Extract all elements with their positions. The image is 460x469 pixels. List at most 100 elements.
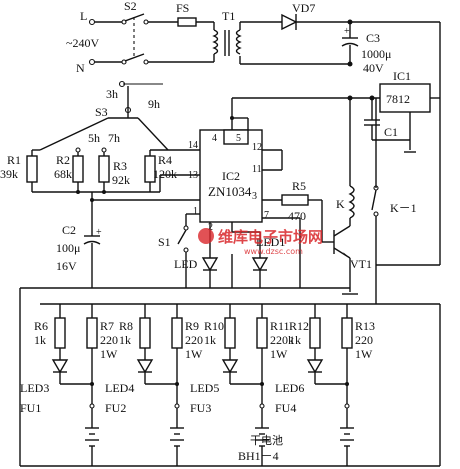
pin-12: 12 — [252, 142, 262, 153]
label-fu3: FU3 — [190, 401, 211, 415]
label-ic1: IC1 — [393, 69, 411, 83]
label-s3: S3 — [95, 105, 108, 119]
watermark: 维库电子市场网 www.dzsc.com — [198, 228, 323, 256]
regulator-ic1 — [379, 83, 431, 113]
label-r1-value: 39k — [0, 167, 18, 181]
label-r12-val: 1k — [289, 333, 301, 347]
fuse-fs — [177, 17, 197, 27]
resistor-r11 — [256, 317, 268, 349]
resistor-r4 — [144, 150, 156, 192]
label-c1: C1 — [384, 125, 398, 139]
led-led5 — [221, 359, 239, 374]
label-r3: R3 — [113, 159, 127, 173]
label-c3-voltage: 40V — [363, 61, 384, 75]
label-r11-w: 1W — [270, 347, 288, 361]
label-c2-voltage: 16V — [56, 259, 77, 273]
label-s2: S2 — [124, 0, 137, 13]
label-fu2: FU2 — [105, 401, 126, 415]
label-battery: 干电池 — [250, 434, 283, 447]
label-r12: R12 — [289, 319, 309, 333]
fuse-fu1 — [89, 403, 95, 409]
label-bh: BH1－4 — [238, 449, 279, 463]
label-r6-val: 1k — [34, 333, 46, 347]
watermark-brand: 维库电子市场网 — [218, 228, 323, 246]
resistor-r7 — [86, 317, 98, 349]
led-indicator — [201, 257, 219, 272]
pin-13: 13 — [188, 170, 198, 181]
label-r13-w: 1W — [355, 347, 373, 361]
label-r11: R11 — [270, 319, 290, 333]
label-r4-value: 120k — [153, 167, 177, 181]
transformer-t1 — [212, 29, 242, 56]
watermark-url: www.dzsc.com — [244, 247, 303, 256]
label-ic2: IC2 — [222, 169, 240, 183]
svg-text:+: + — [344, 26, 350, 37]
label-k1: K－1 — [390, 201, 417, 215]
label-r7-val: 220 — [100, 333, 118, 347]
led-led4 — [136, 359, 154, 374]
label-c3: C3 — [366, 31, 380, 45]
label-ic1-part: 7812 — [386, 92, 410, 106]
resistor-r8 — [139, 317, 151, 349]
led-led3 — [51, 359, 69, 374]
label-r7-w: 1W — [100, 347, 118, 361]
pin-5: 5 — [236, 133, 241, 144]
resistor-r5 — [281, 194, 309, 206]
resistor-r2 — [72, 152, 84, 192]
fuse-fu4 — [344, 403, 350, 409]
pin-7: 7 — [264, 210, 269, 221]
label-led5: LED5 — [190, 381, 219, 395]
label-ic2-part: ZN1034 — [208, 184, 252, 199]
label-r3-value: 92k — [112, 173, 130, 187]
fuse-fu2 — [174, 403, 180, 409]
label-r8-val: 1k — [119, 333, 131, 347]
switch-s2-pole2 — [124, 53, 145, 62]
label-n: N — [76, 61, 85, 75]
label-r4: R4 — [158, 153, 172, 167]
pin-1: 1 — [193, 206, 198, 217]
label-r2: R2 — [56, 153, 70, 167]
label-r9-w: 1W — [185, 347, 203, 361]
fuse-fu3 — [259, 403, 265, 409]
pin-3: 3 — [252, 191, 257, 202]
label-l: L — [80, 9, 87, 23]
pin-11: 11 — [252, 164, 262, 175]
label-5h: 5h — [88, 131, 100, 145]
label-c2: C2 — [62, 223, 76, 237]
label-fu4: FU4 — [275, 401, 296, 415]
label-led6: LED6 — [275, 381, 304, 395]
label-c3-value: 1000μ — [361, 47, 391, 61]
label-mains: ~240V — [66, 36, 99, 50]
resistor-r9 — [171, 317, 183, 349]
resistor-r3 — [98, 152, 110, 192]
label-led3: LED3 — [20, 381, 49, 395]
label-r7: R7 — [100, 319, 114, 333]
led1-indicator — [251, 257, 269, 272]
transistor-vt1 — [322, 225, 351, 259]
label-r11-val: 220k — [270, 333, 294, 347]
pin-4: 4 — [212, 133, 217, 144]
pin-14: 14 — [188, 140, 198, 151]
label-9h: 9h — [148, 97, 160, 111]
terminal-n — [88, 58, 96, 66]
resistor-r12 — [309, 317, 321, 349]
label-7h: 7h — [108, 131, 120, 145]
label-led1: LED1 — [256, 235, 285, 249]
resistor-r13 — [341, 317, 353, 349]
label-r13-val: 220 — [355, 333, 373, 347]
label-k: K — [336, 197, 345, 211]
label-fs: FS — [176, 1, 189, 15]
label-r5-value: 470 — [288, 209, 306, 223]
timer-ic2 — [199, 129, 263, 223]
label-r10: R10 — [204, 319, 224, 333]
led-led6 — [306, 359, 324, 374]
label-fu1: FU1 — [20, 401, 41, 415]
label-t1: T1 — [222, 9, 235, 23]
switch-s1 — [177, 229, 187, 245]
label-vd7: VD7 — [292, 1, 315, 15]
